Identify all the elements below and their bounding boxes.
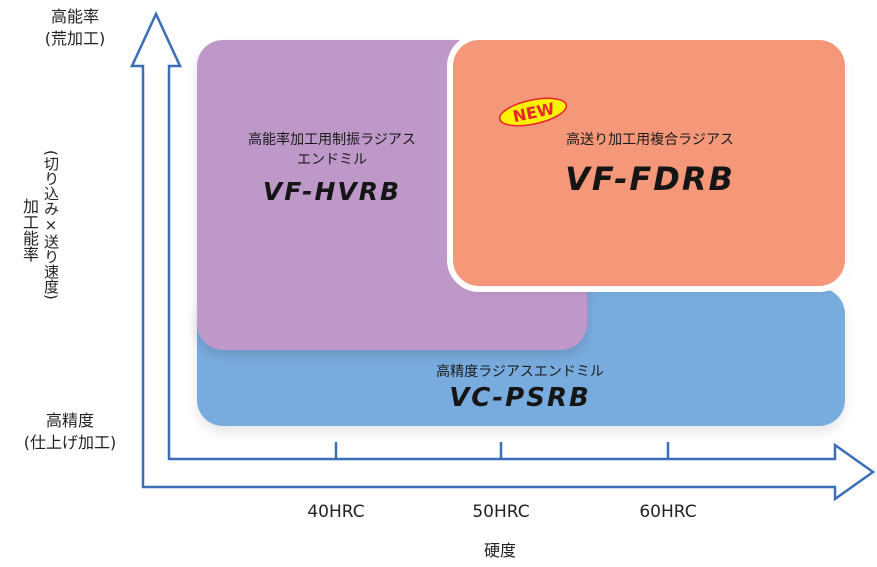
y-bottom-label-block: 高精度 (仕上げ加工) <box>2 410 138 454</box>
fdrb-subtitle: 高送り加工用複合ラジアス <box>566 132 734 148</box>
new-badge-label: NEW <box>511 99 556 126</box>
x-axis-label: 硬度 <box>483 541 516 560</box>
hvrb-subtitle: 高能率加工用制振ラジアス エンドミル <box>197 130 467 170</box>
x-tick-label-50: 50HRC <box>472 502 530 522</box>
hvrb-subtitle-line1: 高能率加工用制振ラジアス <box>248 132 416 148</box>
new-badge-shape <box>498 97 568 127</box>
y-bottom-sublabel: (仕上げ加工) <box>23 433 117 452</box>
y-top-sublabel: (荒加工) <box>44 29 106 48</box>
y-bottom-label: 高精度 <box>45 411 94 430</box>
y-middle-label: 加工能率 <box>20 198 39 262</box>
y-top-label-block: 高能率 (荒加工) <box>20 6 130 50</box>
y-middle-label-block: (切り込み×送り速度) 加工能率 <box>20 150 100 340</box>
x-tick-label-60: 60HRC <box>639 502 697 522</box>
psrb-subtitle: 高精度ラジアスエンドミル <box>436 364 604 380</box>
region-vf-fdrb <box>453 40 845 286</box>
psrb-name: VC-PSRB <box>449 383 591 413</box>
x-tick-label-40: 40HRC <box>307 502 365 522</box>
y-top-label: 高能率 <box>50 7 99 26</box>
hvrb-name: VF-HVRB <box>262 177 402 206</box>
hvrb-subtitle-line2: エンドミル <box>297 152 367 168</box>
y-middle-sublabel: (切り込み×送り速度) <box>42 150 60 300</box>
new-badge: NEW <box>498 97 568 127</box>
y-axis-arrow <box>130 11 876 502</box>
fdrb-name: VF-FDRB <box>565 160 735 198</box>
